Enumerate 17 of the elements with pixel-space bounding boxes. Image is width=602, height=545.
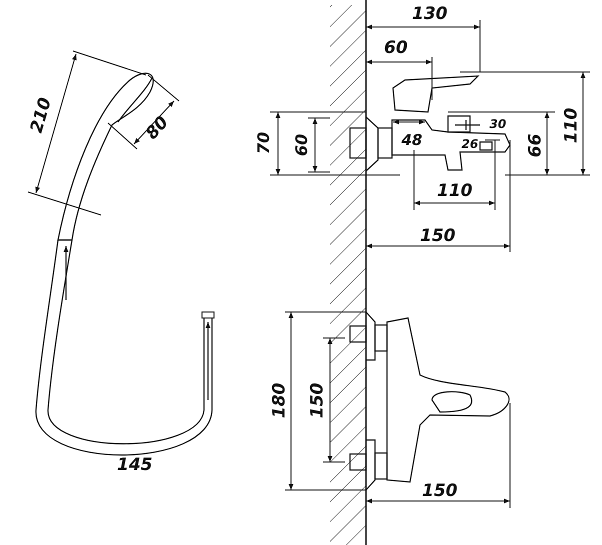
dimension-label: 26 xyxy=(462,138,478,150)
dimension-label: 70 xyxy=(256,132,272,154)
dimension-label: 210 xyxy=(28,96,55,134)
dimension-label: 60 xyxy=(384,40,408,56)
dimension-label: 30 xyxy=(490,118,506,130)
dimension-label: 80 xyxy=(144,114,172,142)
dimension-label: 110 xyxy=(437,182,472,200)
dimension-label: 66 xyxy=(527,133,544,157)
dimension-label: 145 xyxy=(117,456,152,474)
dimension-label: 150 xyxy=(309,382,326,418)
dimension-label: 180 xyxy=(271,382,288,418)
dimension-label: 150 xyxy=(422,482,458,500)
dimension-label: 150 xyxy=(420,228,456,244)
dimension-label: 130 xyxy=(412,6,448,22)
dimension-label: 60 xyxy=(294,134,310,156)
dimension-label: 110 xyxy=(563,107,580,143)
dimension-label: 48 xyxy=(402,132,422,148)
